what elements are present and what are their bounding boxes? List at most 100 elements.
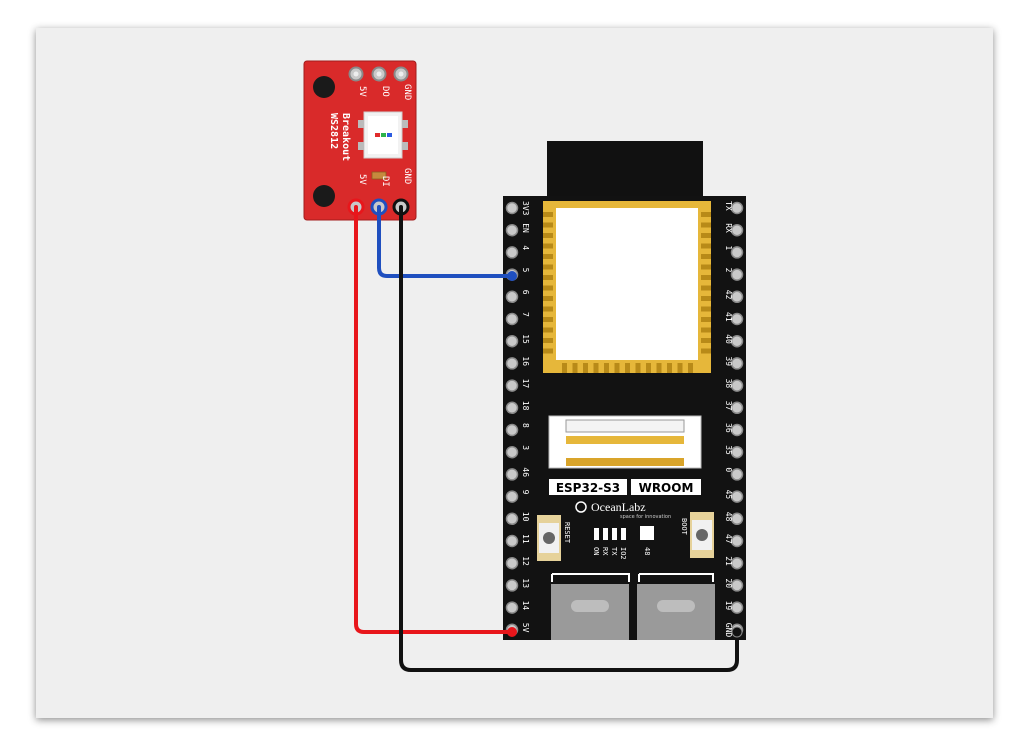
left-pin-9 [505, 490, 519, 503]
top-pin-label-gnd: GND [402, 84, 412, 100]
left-pin-label-4: 4 [521, 245, 530, 250]
right-pin-label-gnd: GND [724, 623, 733, 638]
led-label-on: ON [592, 547, 600, 555]
module-shield [556, 208, 698, 360]
breakout-top-pins [348, 66, 409, 82]
left-pin-label-17: 17 [521, 379, 530, 389]
bottom-pin-label-5v: 5V [357, 174, 367, 185]
right-pin-47 [730, 534, 744, 548]
left-pin-label-18: 18 [521, 401, 530, 411]
status-leds: ON RX TX IO2 [592, 528, 627, 560]
left-pin-12 [505, 556, 519, 570]
left-pin-15 [505, 334, 519, 348]
boot-button[interactable]: BOOT [680, 512, 714, 558]
left-pin-label-46: 46 [521, 467, 530, 477]
right-pin-label-36: 36 [724, 423, 733, 433]
left-pin-17 [505, 379, 519, 392]
bottom-pin-label-di: DI [380, 176, 390, 187]
right-pin-tx [730, 201, 744, 215]
chip-label: ESP32-S3 [556, 481, 620, 495]
boot-label: BOOT [680, 518, 688, 536]
right-pin-label-48: 48 [724, 512, 733, 522]
right-pin-39 [730, 357, 744, 370]
wires [354, 205, 739, 672]
left-pin-8 [505, 423, 519, 437]
left-pin-label-9: 9 [521, 490, 530, 495]
reset-label: RESET [563, 522, 571, 544]
right-pin-19 [730, 601, 744, 614]
left-pin-label-12: 12 [521, 556, 530, 566]
right-pin-1 [730, 246, 744, 259]
chip-label-box [549, 479, 627, 495]
right-pin-42 [730, 290, 744, 304]
right-pin-40 [730, 334, 744, 348]
right-pin-label-41: 41 [724, 312, 733, 322]
right-pin-35 [730, 445, 744, 459]
rgb-led [640, 526, 654, 540]
right-pin-label-40: 40 [724, 334, 733, 344]
left-pin-label-14: 14 [521, 601, 530, 611]
left-pin-14 [505, 601, 519, 614]
left-pin-11 [505, 534, 519, 548]
right-pin-label-1: 1 [724, 245, 733, 250]
left-pin-10 [505, 512, 519, 526]
right-pin-41 [730, 312, 744, 326]
right-pin-20 [730, 579, 744, 592]
brand-name: OceanLabz [591, 500, 646, 514]
right-pin-rx [730, 223, 744, 237]
right-pin-0 [730, 468, 744, 481]
left-pin-label-11: 11 [521, 534, 530, 544]
left-pin-label-15: 15 [521, 334, 530, 344]
led-label-tx: TX [610, 547, 618, 556]
ws2812-breakout: 5V DO GND WS2812 Breakout 5V DI GND [303, 60, 417, 221]
right-pin-label-21: 21 [724, 556, 733, 566]
left-pin-en [505, 223, 519, 237]
led-label-io2: IO2 [619, 547, 627, 560]
wire-data [377, 205, 514, 278]
left-pin-3v3 [505, 201, 519, 215]
left-pin-3 [505, 445, 519, 459]
breakout-pcb [303, 60, 417, 221]
right-pin-label-20: 20 [724, 578, 733, 588]
right-pin-21 [730, 556, 744, 570]
left-pin-16 [505, 357, 519, 370]
left-pin-13 [505, 579, 519, 592]
left-pin-label-3v3: 3V3 [521, 201, 530, 216]
right-pin-label-tx: TX [724, 201, 733, 211]
bottom-pin-label-gnd: GND [402, 168, 412, 184]
breakout-title-line2: Breakout [340, 113, 351, 161]
usb-c-port-left[interactable] [551, 573, 630, 640]
right-pin-label-47: 47 [724, 534, 733, 544]
right-pin-38 [730, 379, 744, 392]
brand-tagline: space for innovation [620, 514, 671, 520]
left-pin-label-7: 7 [521, 312, 530, 317]
wire-end-gnd [731, 626, 743, 638]
left-pin-label-5: 5 [521, 268, 530, 273]
right-pin-48 [730, 512, 744, 526]
right-pin-2 [730, 268, 744, 281]
module-label-box [631, 479, 701, 495]
left-pin-label-16: 16 [521, 356, 530, 366]
right-pin-label-38: 38 [724, 379, 733, 389]
right-pin-label-19: 19 [724, 601, 733, 611]
right-pin-37 [730, 401, 744, 415]
left-pin-label-en: EN [521, 223, 530, 233]
module-castellations [543, 212, 711, 373]
right-pin-label-39: 39 [724, 356, 733, 366]
right-pin-label-37: 37 [724, 401, 733, 411]
reset-button[interactable]: RESET [537, 515, 571, 561]
left-pin-label-5v: 5V [521, 623, 530, 633]
left-pin-46 [505, 468, 519, 481]
left-pin-label-6: 6 [521, 290, 530, 295]
left-pin-7 [505, 312, 519, 326]
rgb-led-label: 48 [643, 547, 651, 555]
usb-c-port-right[interactable] [637, 573, 715, 640]
wire-end-5v [507, 627, 517, 637]
left-pin-label-13: 13 [521, 578, 530, 588]
wire-5v [354, 205, 514, 634]
right-pin-label-rx: RX [724, 223, 733, 233]
wire-end-data [507, 271, 517, 281]
